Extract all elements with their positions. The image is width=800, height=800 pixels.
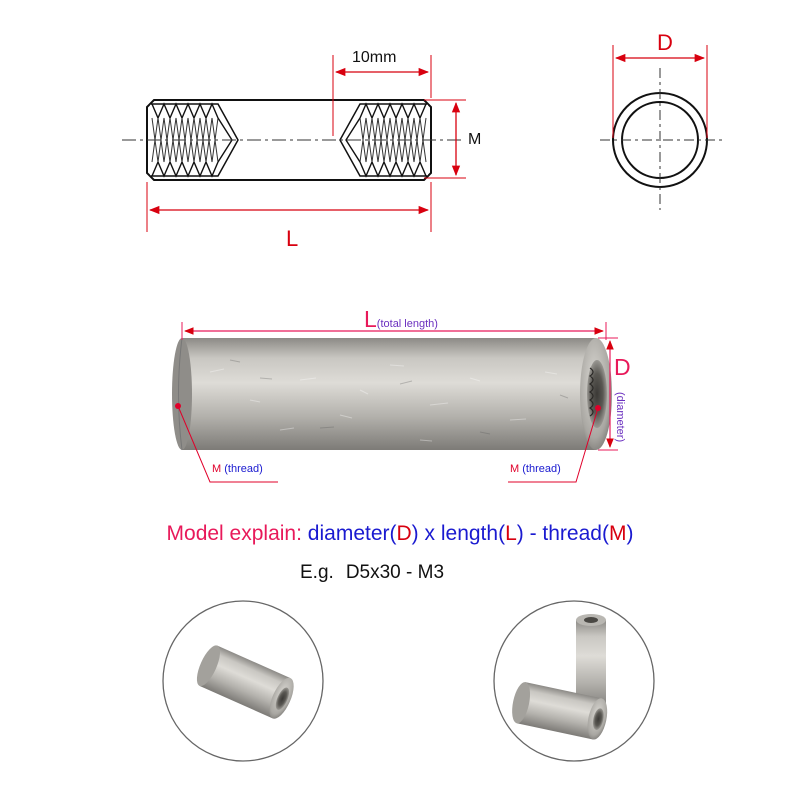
thread-left-m: M <box>212 463 222 475</box>
photo-circle-right <box>493 600 655 762</box>
standoff-photo <box>172 337 612 451</box>
example-line: E.g. D5x30 - M3 <box>300 562 456 584</box>
photo-diameter-note: (diameter) <box>614 392 626 443</box>
model-explain-prefix: Model explain: <box>166 522 302 545</box>
thread-leaders <box>177 405 599 483</box>
end-view <box>600 45 722 210</box>
thread-right-m: M <box>510 463 520 475</box>
explain-l: L <box>505 522 517 545</box>
thread-right-note: (thread) <box>522 463 561 475</box>
thread-right-label: M (thread) <box>510 464 561 475</box>
photo-length-letter: L <box>364 306 377 332</box>
thread-depth-dimension <box>332 55 432 136</box>
photo-length-label: L(total length) <box>364 308 438 331</box>
thread-left-label: M (thread) <box>212 464 263 475</box>
length-dimension <box>146 182 432 232</box>
explain-close3: ) <box>626 522 634 545</box>
thread-dimension <box>424 99 466 179</box>
photo-diameter-label: D <box>614 354 631 380</box>
example-value: D5x30 - M3 <box>345 562 445 583</box>
thread-label: M <box>468 131 482 148</box>
photo-diameter-dimension <box>598 337 618 451</box>
model-explain: Model explain: diameter(D) x length(L) -… <box>0 522 800 546</box>
diameter-label: D <box>657 30 673 55</box>
explain-diameter: diameter( <box>307 522 397 545</box>
explain-close2: ) <box>516 522 524 545</box>
explain-close1: ) <box>411 522 419 545</box>
side-view <box>122 99 462 181</box>
photo-length-note: (total length) <box>376 318 438 330</box>
explain-thread: - thread( <box>529 522 609 545</box>
explain-m: M <box>608 522 627 545</box>
length-label: L <box>286 226 299 251</box>
thread-depth-label: 10mm <box>352 49 397 66</box>
photo-circle-left <box>162 600 324 762</box>
explain-length: x length( <box>424 522 506 545</box>
photo-length-dimension <box>181 322 607 340</box>
explain-d: D <box>396 522 412 545</box>
example-prefix: E.g. <box>300 562 334 583</box>
thread-left-note: (thread) <box>224 463 263 475</box>
